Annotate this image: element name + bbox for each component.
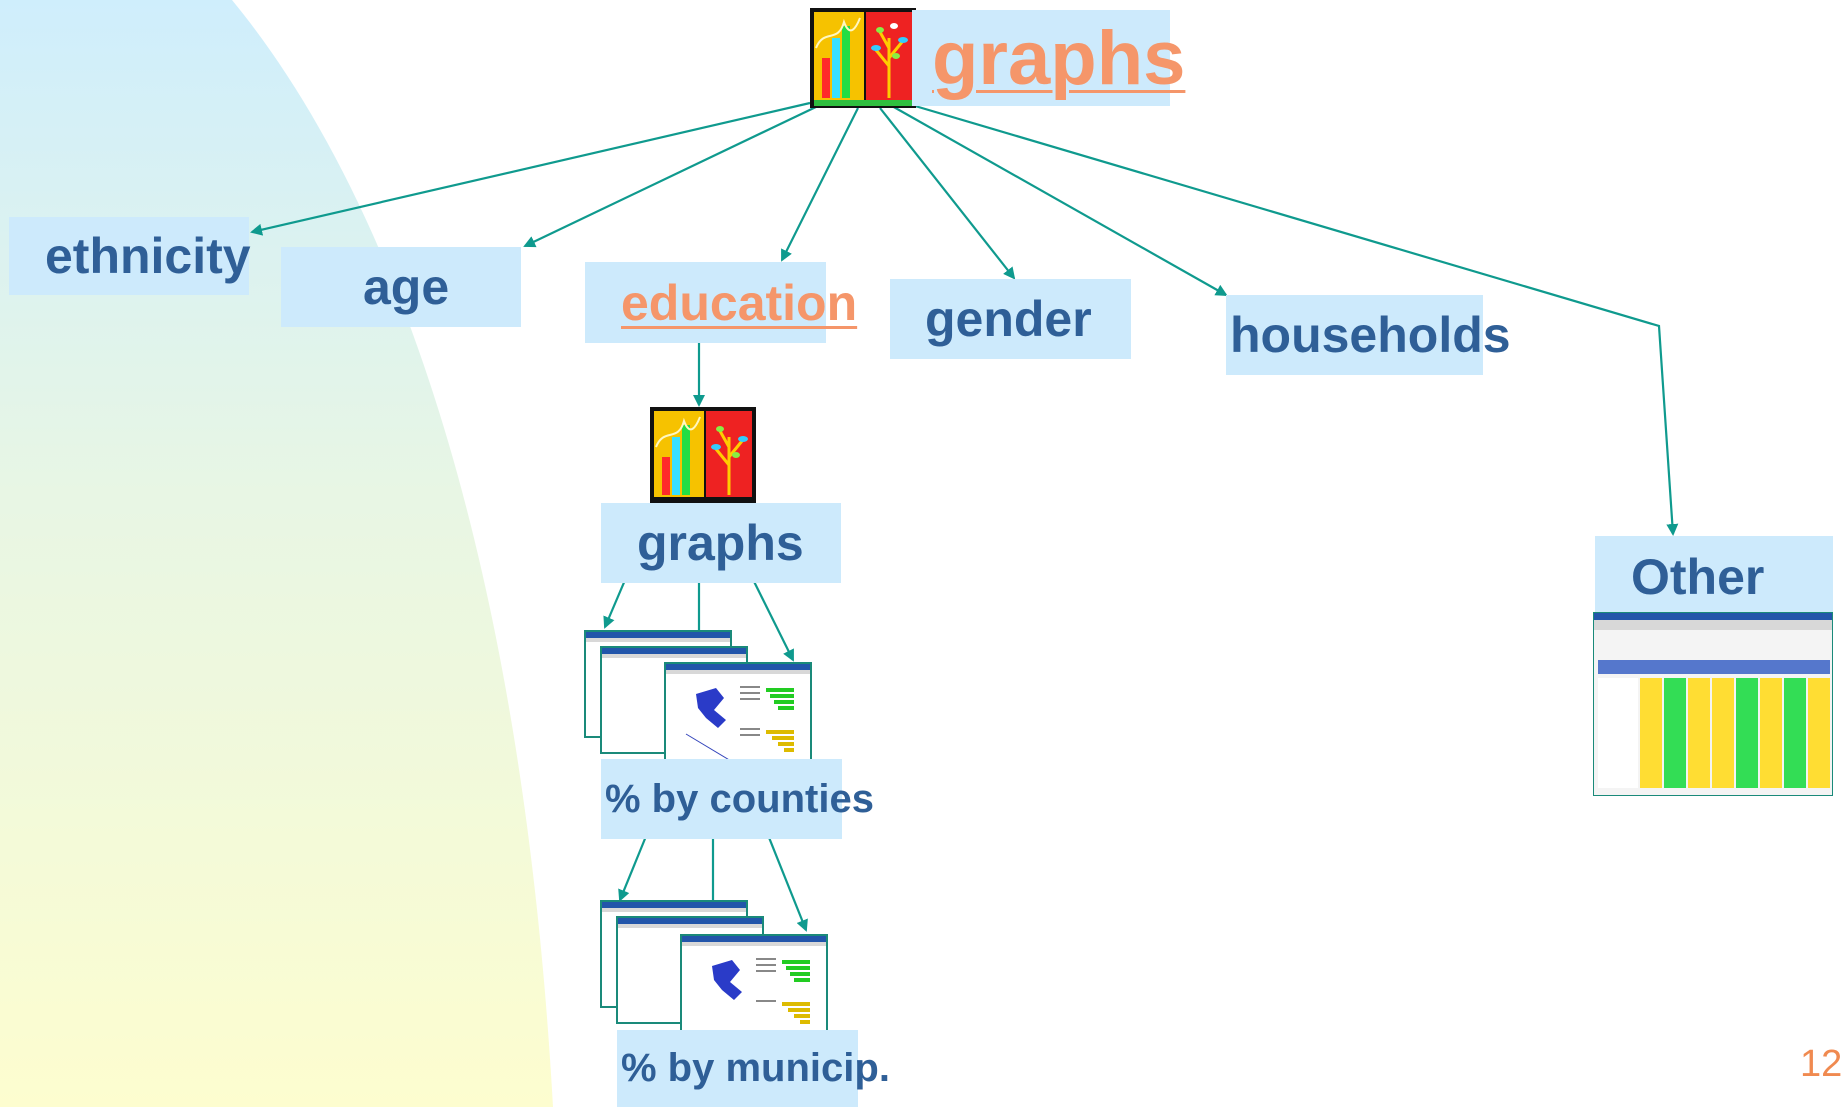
root-graphs-label-box: graphs — [912, 10, 1185, 106]
chart-tree-icon — [810, 8, 916, 108]
by-municip-label: % by municip. — [621, 1046, 890, 1090]
other-label: Other — [1631, 549, 1765, 605]
other-node[interactable]: Other — [1595, 536, 1833, 618]
education-node[interactable]: education — [585, 262, 857, 343]
by-counties-label: % by counties — [605, 776, 874, 821]
ethnicity-node[interactable]: ethnicity — [9, 217, 251, 295]
page-number: 12 — [1800, 1043, 1842, 1085]
spreadsheet-screenshot-icon — [1593, 612, 1833, 796]
by-counties-node[interactable]: % by counties — [601, 759, 874, 839]
ethnicity-label: ethnicity — [45, 228, 251, 284]
map-screenshot-icon — [584, 630, 814, 772]
education-graphs-label: graphs — [637, 515, 804, 571]
map-screenshot-icon — [600, 900, 830, 1044]
education-graphs-node[interactable]: graphs — [601, 503, 841, 583]
age-node[interactable]: age — [281, 247, 521, 327]
education-graphs-icon — [650, 407, 756, 504]
root-graphs-node[interactable]: graphs — [810, 8, 1185, 108]
gender-label: gender — [925, 291, 1092, 347]
by-municip-node[interactable]: % by municip. — [617, 1030, 890, 1107]
education-link[interactable]: education — [621, 274, 858, 331]
root-graphs-link[interactable]: graphs — [932, 15, 1186, 101]
households-label: households — [1230, 307, 1511, 363]
gender-node[interactable]: gender — [890, 279, 1131, 359]
age-label: age — [363, 259, 450, 315]
households-node[interactable]: households — [1226, 295, 1511, 375]
